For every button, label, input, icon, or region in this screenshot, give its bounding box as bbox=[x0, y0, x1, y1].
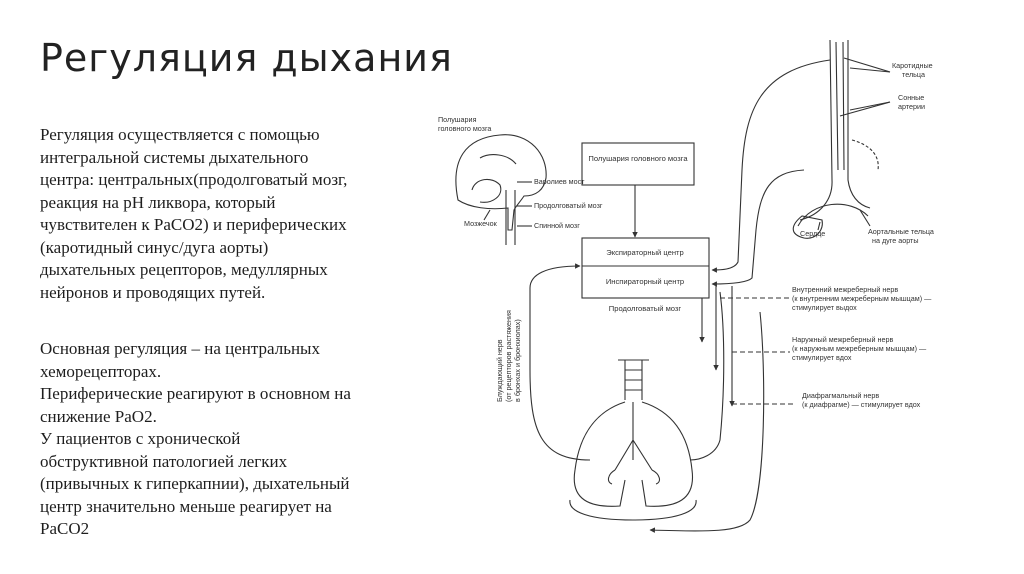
paragraph-regulation: Регуляция осуществляется с помощью интег… bbox=[40, 124, 400, 304]
label-medulla: Продолговатый мозг bbox=[534, 201, 603, 210]
brain-fold bbox=[479, 154, 517, 165]
label-aortic-bodies-2: на дуге аорты bbox=[872, 236, 919, 245]
label-heart: Сердце bbox=[800, 229, 825, 238]
label-carotid-arteries-1: Сонные bbox=[898, 93, 924, 102]
label-phrenic-nerve-2: (к диафрагме) — стимулирует вдох bbox=[802, 400, 921, 409]
text-line: чувствителен к PaCO2) и периферических bbox=[40, 215, 347, 234]
text-line: реакция на рН ликвора, который bbox=[40, 192, 276, 212]
label-spinal-cord: Спинной мозг bbox=[534, 221, 580, 230]
box-expiratory-label: Экспираторный центр bbox=[606, 248, 684, 257]
label-internal-nerve-1: Внутренний межреберный нерв bbox=[792, 285, 898, 294]
brain-outline bbox=[455, 134, 547, 231]
heart-shape bbox=[792, 215, 823, 239]
box-hemispheres bbox=[581, 142, 695, 186]
aortic-arch bbox=[797, 203, 869, 227]
paragraph-main-regulation: Основная регуляция – на центральных хемо… bbox=[40, 338, 400, 541]
lungs-outline bbox=[573, 401, 694, 507]
label-carotid-bodies-2: тельца bbox=[902, 70, 925, 79]
text-line: PaCO2 bbox=[40, 519, 90, 538]
label-pons: Варолиев мост bbox=[534, 177, 585, 186]
box-medulla-group bbox=[581, 237, 710, 299]
label-external-nerve-2: (к наружным межреберным мышцам) — bbox=[792, 344, 927, 353]
brainstem-shape bbox=[505, 190, 516, 245]
label-hemispheres-1: Полушария bbox=[438, 115, 477, 124]
label-external-nerve-3: стимулирует вдох bbox=[792, 353, 852, 362]
label-internal-nerve-2: (к внутренним межреберным мышцам) — bbox=[792, 294, 932, 303]
label-phrenic-nerve-1: Диафрагмальный нерв bbox=[802, 391, 879, 400]
text-line: Регуляция осуществляется с помощью bbox=[40, 125, 320, 144]
text-line: обструктивной патологией легких bbox=[40, 451, 288, 471]
label-cerebellum: Мозжечок bbox=[464, 219, 498, 228]
label-external-nerve-1: Наружный межреберный нерв bbox=[792, 335, 893, 344]
box-inspiratory-label: Инспираторный центр bbox=[606, 277, 684, 286]
label-vagus-1: Блуждающий нерв bbox=[495, 339, 504, 402]
text-line: Периферические реагируют в основном на bbox=[40, 384, 351, 403]
vagus-nerve bbox=[529, 263, 591, 461]
carotid-artery-left bbox=[799, 39, 833, 221]
box-hemispheres-label: Полушария головного мозга bbox=[588, 154, 688, 163]
respiration-regulation-diagram: Полушария головного мозга Варолиев мост … bbox=[438, 39, 934, 533]
text-line: дыхательных рецепторов, медуллярных bbox=[40, 260, 328, 279]
label-hemispheres-2: головного мозга bbox=[438, 124, 491, 133]
text-line: снижение PaO2. bbox=[40, 406, 157, 426]
label-carotid-bodies-1: Каротидные bbox=[892, 61, 933, 70]
label-vagus-3: в бронхах и бронхиолах) bbox=[513, 319, 522, 402]
carotid-artery-right bbox=[847, 40, 871, 209]
text-line: центра: центральных(продолговатый мозг, bbox=[40, 170, 348, 189]
text-line: (привычных к гиперкапнии), дыхательный bbox=[40, 474, 350, 493]
label-aortic-bodies-1: Аортальные тельца bbox=[868, 227, 934, 236]
text-line: центр значительно меньше реагирует на bbox=[40, 496, 332, 516]
cerebellum-shape bbox=[471, 178, 502, 203]
text-line: (каротидный синус/дуга аорты) bbox=[40, 237, 269, 257]
label-internal-nerve-3: стимулирует выдох bbox=[792, 303, 857, 312]
box-medulla-label: Продолговатый мозг bbox=[609, 304, 682, 313]
label-carotid-arteries-2: артерии bbox=[898, 102, 925, 111]
label-vagus-2: (от рецепторов растяжения bbox=[504, 310, 513, 402]
text-line: У пациентов с хронической bbox=[40, 429, 241, 448]
text-line: интегральной системы дыхательного bbox=[40, 147, 309, 167]
text-line: нейронов и проводящих путей. bbox=[40, 282, 266, 302]
text-line: хеморецепторах. bbox=[40, 361, 162, 381]
slide-title: Регуляция дыхания bbox=[40, 36, 453, 80]
thorax-outline bbox=[569, 499, 697, 521]
text-line: Основная регуляция – на центральных bbox=[40, 339, 320, 358]
